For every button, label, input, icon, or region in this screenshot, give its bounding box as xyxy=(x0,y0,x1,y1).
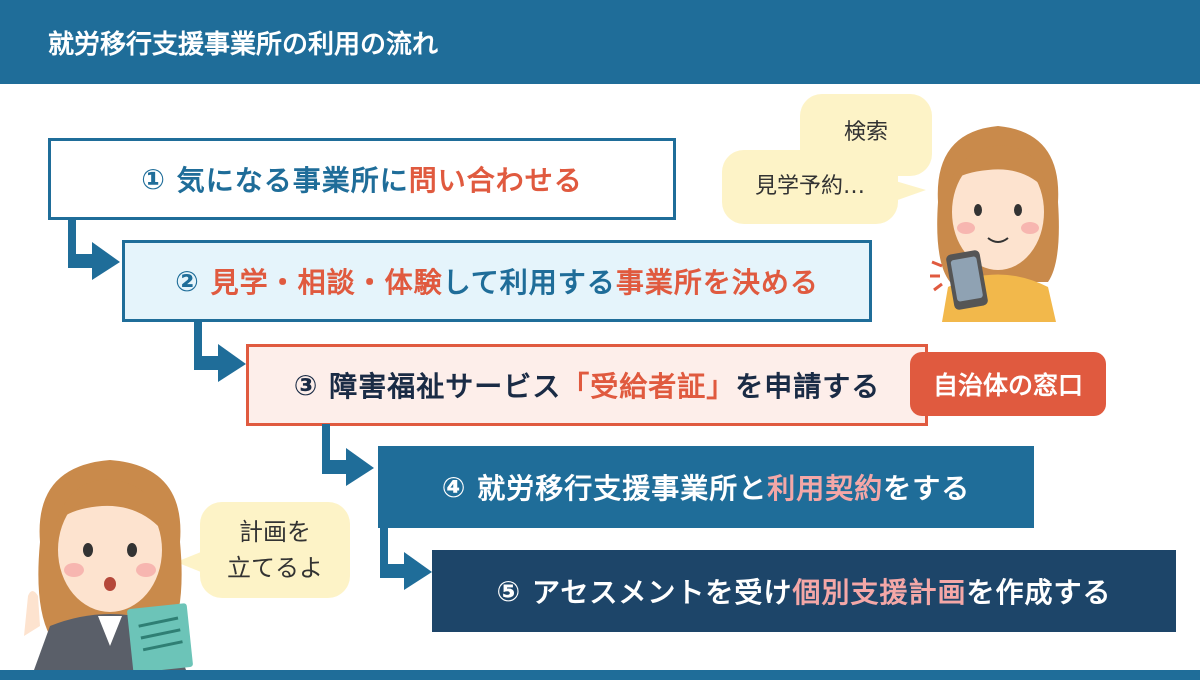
step-1-text-b: 問い合わせる xyxy=(408,164,583,197)
step-4-text-c: をする xyxy=(883,472,971,505)
step-5-text-b: 個別支援計画 xyxy=(792,576,967,609)
speech-bubble-visit-text: 見学予約… xyxy=(754,174,865,199)
step-2-text-b: して利用する xyxy=(442,266,616,299)
speech-bubble-plan: 計画を 立てるよ xyxy=(200,502,350,598)
step-3-text-c: を申請する xyxy=(735,370,881,403)
step-3-box: ③ 障害福祉サービス 「受給者証」 を申請する xyxy=(246,344,928,426)
step-4-text-a: 就労移行支援事業所と xyxy=(477,472,768,505)
speech-bubble-plan-line1: 計画を xyxy=(239,518,311,546)
woman-with-smartphone-illustration xyxy=(930,126,1059,322)
page-title: 就労移行支援事業所の利用の流れ xyxy=(48,30,439,60)
speech-bubble-visit: 見学予約… xyxy=(722,150,898,224)
step-2-number: ② xyxy=(175,264,200,298)
arrow-icon xyxy=(380,528,432,590)
woman-with-document-illustration xyxy=(24,460,193,670)
step-1-text-a: 気になる事業所に xyxy=(176,164,409,197)
step-3-text-a: 障害福祉サービス xyxy=(329,370,562,403)
step-4-text-b: 利用契約 xyxy=(767,472,884,505)
step-5-box: ⑤ アセスメントを受け 個別支援計画 を作成する xyxy=(432,550,1176,632)
speech-bubble-tail-icon xyxy=(176,550,206,574)
step-3-text-b: 「受給者証」 xyxy=(561,370,736,403)
arrow-icon xyxy=(68,218,120,280)
step-3-number: ③ xyxy=(293,368,319,402)
arrow-icon xyxy=(322,424,374,486)
step-2-box: ② 見学・相談・体験 して利用する 事業所を決める xyxy=(122,240,872,322)
step-5-text-c: を作成する xyxy=(966,576,1112,609)
footer-bar xyxy=(0,670,1200,680)
speech-bubble-tail-icon xyxy=(892,180,926,202)
step-2-text-a: 見学・相談・体験 xyxy=(210,266,443,299)
arrow-icon xyxy=(194,320,246,382)
step-5-text-a: アセスメントを受け xyxy=(531,576,793,609)
step-1-box: ① 気になる事業所に 問い合わせる xyxy=(48,138,676,220)
step-4-number: ④ xyxy=(441,470,467,504)
speech-bubble-search-text: 検索 xyxy=(843,120,888,145)
header-bar: 就労移行支援事業所の利用の流れ xyxy=(0,0,1200,84)
step-1-number: ① xyxy=(141,162,166,196)
step-2-text-c: 事業所を決める xyxy=(615,266,819,299)
municipal-office-badge: 自治体の窓口 xyxy=(910,352,1106,416)
step-4-box: ④ 就労移行支援事業所と 利用契約 をする xyxy=(378,446,1034,528)
step-5-number: ⑤ xyxy=(496,574,522,608)
speech-bubble-plan-line2: 立てるよ xyxy=(227,554,323,582)
